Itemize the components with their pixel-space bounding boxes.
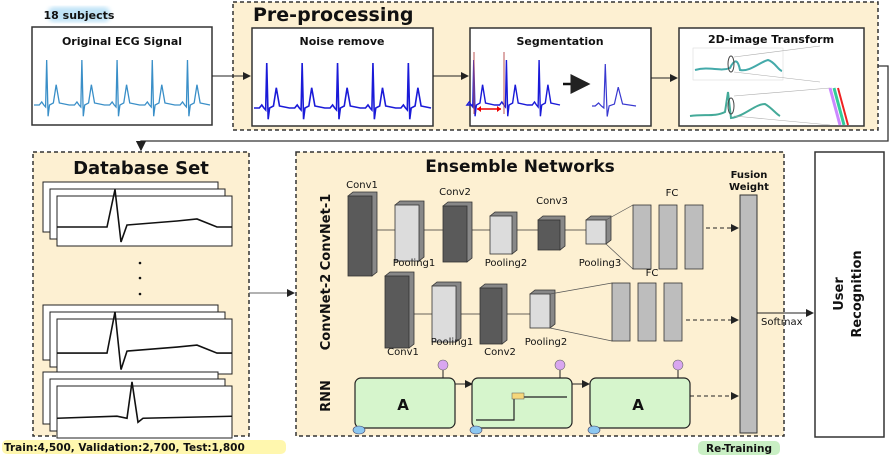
rnn-cell (471, 377, 573, 429)
convnet1-layer-block (394, 204, 420, 262)
fusion-weight-bar (739, 194, 758, 434)
convnet2-fc-layer (611, 282, 631, 342)
convnet1-label: ConvNet-1 (319, 194, 334, 271)
ecg-beat-waveform (56, 381, 233, 424)
convnet2-fan-line (549, 327, 613, 342)
single-beat-waveform (592, 63, 637, 117)
ecg-sample-card (56, 385, 233, 439)
rnn-cell-label: A (397, 396, 409, 414)
cn2-pooling1-label: Pooling1 (431, 337, 474, 348)
rnn-inner-path (476, 396, 567, 421)
cn1-pooling1-label: Pooling1 (393, 258, 436, 269)
convnet2-layer-block (384, 275, 410, 349)
hidden-state-node (554, 359, 566, 371)
rnn-cell (354, 377, 456, 429)
convnet2-layer-block (479, 287, 503, 345)
ecg-sample-card (56, 318, 233, 375)
cn2-fc-label: FC (646, 268, 659, 279)
convnet1-layer-block (489, 215, 513, 255)
noise-remove-title: Noise remove (300, 35, 385, 48)
convnet2-layer-block (529, 293, 551, 329)
ensemble-title: Ensemble Networks (425, 157, 615, 177)
retraining-label: Re-Training (706, 443, 772, 455)
split-badge-bg (2, 440, 286, 454)
convnet2-fc-layer (637, 282, 657, 342)
rnn-gate (511, 392, 525, 400)
convnet1-layer-block (585, 219, 607, 245)
fusion-label: Fusion (731, 170, 768, 181)
cn2-conv1-label: Conv1 (387, 347, 419, 358)
convnet1-fc-layer (632, 204, 652, 270)
user-label: User (832, 277, 847, 311)
ellipsis-dot (138, 292, 142, 296)
noise-remove-box (251, 27, 434, 127)
convnet1-layer-block (442, 205, 468, 263)
convnet2-fan-line (549, 282, 613, 295)
cn1-pooling3-label: Pooling3 (579, 258, 622, 269)
cn2-conv2-label: Conv2 (484, 347, 516, 358)
ecg-beat-waveform (57, 311, 232, 370)
convnet1-fan-line (605, 204, 634, 221)
convnet1-layer-block (537, 219, 561, 251)
ecg-sample-card (56, 195, 233, 247)
input-node (469, 425, 483, 435)
clean-ecg-waveform (254, 62, 432, 120)
hidden-state-node (437, 359, 449, 371)
ecg-sample-stacks (42, 181, 233, 439)
rnn-cell (589, 377, 691, 429)
cn1-pooling2-label: Pooling2 (485, 258, 528, 269)
cn1-conv3-label: Conv3 (536, 196, 568, 207)
cn2-pooling2-label: Pooling2 (525, 337, 568, 348)
convnet1-fc-layer (684, 204, 704, 270)
convnet1-fc-layer (658, 204, 678, 270)
recognition-label: Recognition (850, 250, 865, 337)
subjects-badge: 18 subjects (44, 9, 115, 22)
rnn-label: RNN (319, 380, 334, 412)
subjects-badge-bg (48, 7, 110, 22)
raw-ecg-waveform (34, 59, 211, 117)
retraining-badge-bg (698, 441, 780, 455)
database-title: Database Set (73, 158, 209, 179)
cn1-conv2-label: Conv2 (439, 187, 471, 198)
preprocessing-title: Pre-processing (253, 4, 414, 26)
convnet2-label: ConvNet-2 (319, 274, 334, 351)
cn1-conv1-label: Conv1 (346, 180, 378, 191)
softmax-label: Softmax (761, 317, 803, 328)
convnet2-layer-block (431, 285, 457, 343)
ecg-beat-waveform (57, 189, 232, 243)
input-node (352, 425, 366, 435)
original-ecg-title: Original ECG Signal (62, 35, 182, 48)
user-recognition-box (814, 151, 885, 438)
convnet1-layer-block (347, 195, 373, 277)
2d-transform-title: 2D-image Transform (708, 33, 834, 46)
preprocessing-to-database-connector (135, 65, 889, 152)
ellipsis-dot (138, 276, 142, 280)
convnet2-fc-layer (663, 282, 683, 342)
weight-label: Weight (729, 182, 769, 193)
ellipsis-dot (138, 261, 142, 265)
rnn-cell-label: A (632, 396, 644, 414)
convnet1-fan-line (605, 243, 634, 270)
hidden-state-node (672, 359, 684, 371)
cnn-layers (347, 191, 704, 349)
dataset-split-label: Train:4,500, Validation:2,700, Test:1,80… (4, 442, 245, 454)
segmentation-title: Segmentation (516, 35, 603, 48)
input-node (587, 425, 601, 435)
2d-image-plots (689, 45, 849, 126)
cn1-fc-label: FC (666, 188, 679, 199)
